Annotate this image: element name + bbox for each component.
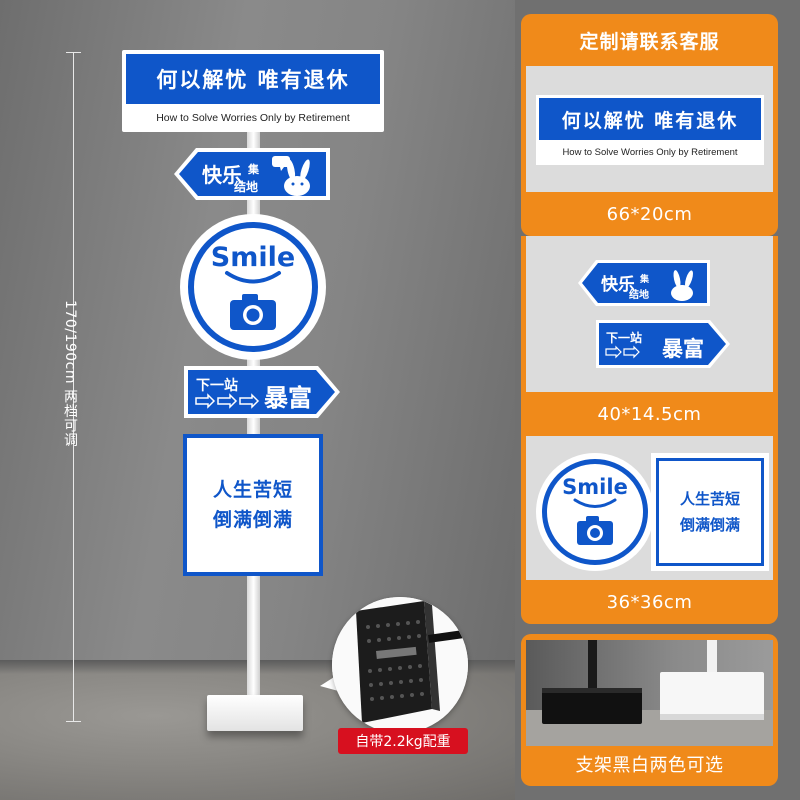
mini-top-sign-subtitle: How to Solve Worries Only by Retirement xyxy=(562,146,738,158)
mini-smile-curve-icon xyxy=(573,498,617,508)
mini-left-arrow-small-text-2: 结地 xyxy=(629,288,649,301)
mini-square-sign: 人生苦短 倒满倒满 xyxy=(651,453,769,571)
circle-ring xyxy=(188,222,318,352)
square-sign: 人生苦短 倒满倒满 xyxy=(183,434,323,576)
square-sign-line-1: 人生苦短 xyxy=(212,479,293,501)
mini-top-sign-title: 何以解忧 唯有退休 xyxy=(539,98,761,140)
right-arrow-sign: 下一站 暴富 xyxy=(184,366,340,418)
dimension-top-cap xyxy=(66,52,81,53)
left-arrow-sign: 快乐 集 结地 xyxy=(174,148,330,200)
right-arrow-shape: 下一站 暴富 xyxy=(184,366,340,418)
top-sign: 何以解忧 唯有退休 How to Solve Worries Only by R… xyxy=(122,50,384,132)
mini-camera-icon xyxy=(577,516,613,545)
square-sign-line-2: 倒满倒满 xyxy=(212,509,293,531)
mini-square-border: 人生苦短 倒满倒满 xyxy=(656,458,764,566)
camera-icon xyxy=(230,294,276,330)
height-label: 170/190cm 两档可调 xyxy=(62,300,78,447)
mini-top-sign: 何以解忧 唯有退休 How to Solve Worries Only by R… xyxy=(536,95,764,165)
weight-plate-zoom xyxy=(332,597,468,733)
left-arrow-small-text-1: 集 xyxy=(247,162,260,176)
smile-word: Smile xyxy=(210,242,296,273)
mini-right-arrow-big-text: 暴富 xyxy=(662,337,704,361)
left-arrow-big-text: 快乐 xyxy=(202,163,242,187)
right-arrow-small-text: 下一站 xyxy=(196,377,238,394)
mini-circle-ring xyxy=(542,459,648,565)
speech-bubble-icon xyxy=(272,156,290,171)
panel-header: 定制请联系客服 xyxy=(579,30,720,53)
mini-bunny-icon xyxy=(671,270,693,301)
stand-caption: 支架黑白两色可选 xyxy=(575,755,724,776)
mini-right-arrow-sign: 下一站 暴富 xyxy=(596,320,730,368)
mini-right-arrow-small-text: 下一站 xyxy=(606,330,642,345)
dimension-bottom-cap xyxy=(66,721,81,722)
mini-smile-word: Smile xyxy=(562,475,628,499)
top-sign-title: 何以解忧 唯有退休 xyxy=(126,54,380,104)
left-arrow-small-text-2: 结地 xyxy=(234,179,258,194)
mini-square-line-1: 人生苦短 xyxy=(679,490,740,508)
right-arrow-big-text: 暴富 xyxy=(264,384,312,412)
height-dimension-line xyxy=(73,52,74,722)
stand-color-photo xyxy=(526,640,773,746)
mini-left-arrow-shape: 快乐 集 结地 xyxy=(578,260,710,306)
stand-base xyxy=(207,695,303,731)
weight-plate-image xyxy=(332,597,468,733)
smile-curve-icon xyxy=(225,271,281,284)
mini-left-arrow-small-text-1: 集 xyxy=(639,273,650,285)
mini-left-arrow-sign: 快乐 集 结地 xyxy=(578,260,710,306)
weight-badge: 自带2.2kg配重 xyxy=(338,728,468,754)
circle-smile-sign: Smile xyxy=(180,214,326,360)
mini-circle-smile-sign: Smile xyxy=(536,453,654,571)
double-arrow-icon xyxy=(195,393,260,409)
mini-square-line-2: 倒满倒满 xyxy=(679,516,740,534)
stand-bases-image xyxy=(526,640,773,746)
size-label-3: 36*36cm xyxy=(606,591,693,613)
top-sign-subtitle: How to Solve Worries Only by Retirement xyxy=(156,112,350,124)
mini-right-arrow-shape: 下一站 暴富 xyxy=(596,320,730,368)
left-arrow-shape: 快乐 集 结地 xyxy=(174,148,330,200)
size-label-2: 40*14.5cm xyxy=(597,403,702,425)
mini-left-arrow-big-text: 快乐 xyxy=(601,274,635,295)
size-label-1: 66*20cm xyxy=(606,203,693,225)
mini-double-arrow-icon xyxy=(605,345,640,359)
